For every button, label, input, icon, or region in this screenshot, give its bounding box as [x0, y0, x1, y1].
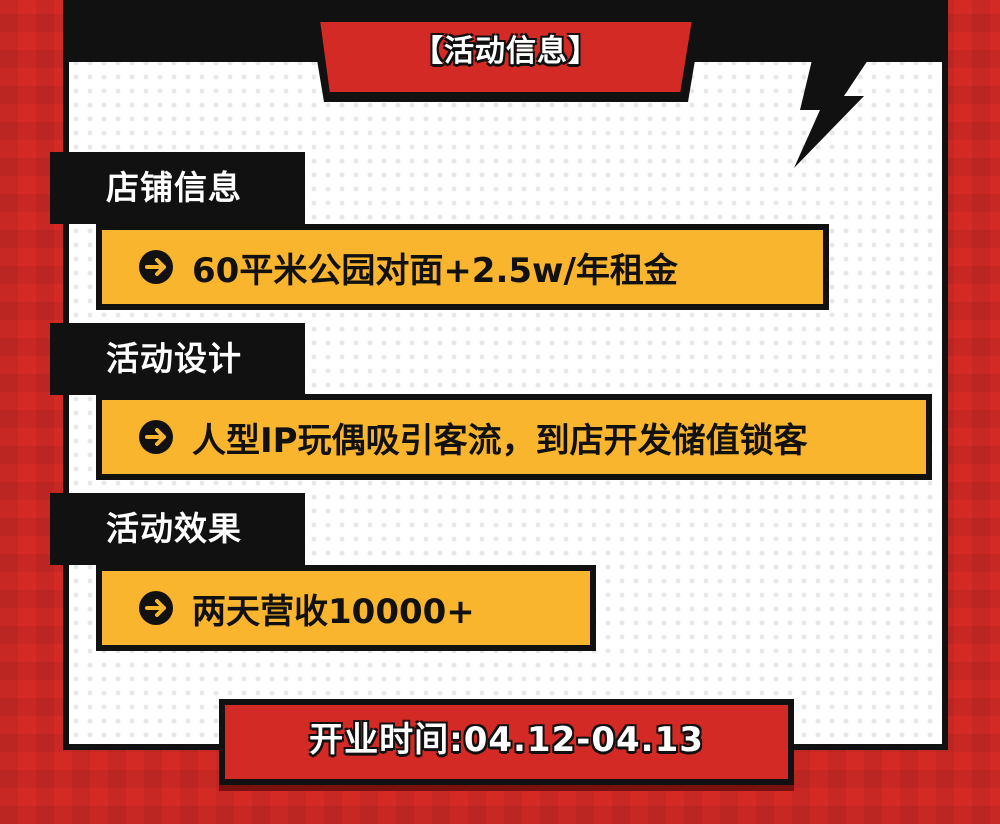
section-label-activity-design: 活动设计 — [50, 323, 305, 395]
arrow-right-circle-icon — [139, 250, 173, 284]
info-box-activity-result: 两天营收10000+ — [96, 565, 596, 651]
section-label-activity-result: 活动效果 — [50, 493, 305, 565]
arrow-right-circle-icon — [139, 591, 173, 625]
store-info-text: 60平米公园对面+2.5w/年租金 — [192, 250, 678, 291]
activity-design-text: 人型IP玩偶吸引客流，到店开发储值锁客 — [192, 420, 808, 461]
section-label-store-info: 店铺信息 — [50, 152, 305, 224]
page-title: 【活动信息】 — [413, 34, 599, 69]
title-banner: 【活动信息】 — [308, 16, 704, 104]
title-banner-shape — [310, 18, 702, 102]
info-box-activity-design: 人型IP玩偶吸引客流，到店开发储值锁客 — [96, 394, 932, 480]
opening-time-banner: 开业时间:04.12-04.13 — [219, 699, 794, 785]
activity-result-text: 两天营收10000+ — [192, 591, 475, 632]
info-box-store-info: 60平米公园对面+2.5w/年租金 — [96, 224, 829, 310]
arrow-right-circle-icon — [139, 420, 173, 454]
lightning-bolt-icon — [794, 60, 868, 168]
